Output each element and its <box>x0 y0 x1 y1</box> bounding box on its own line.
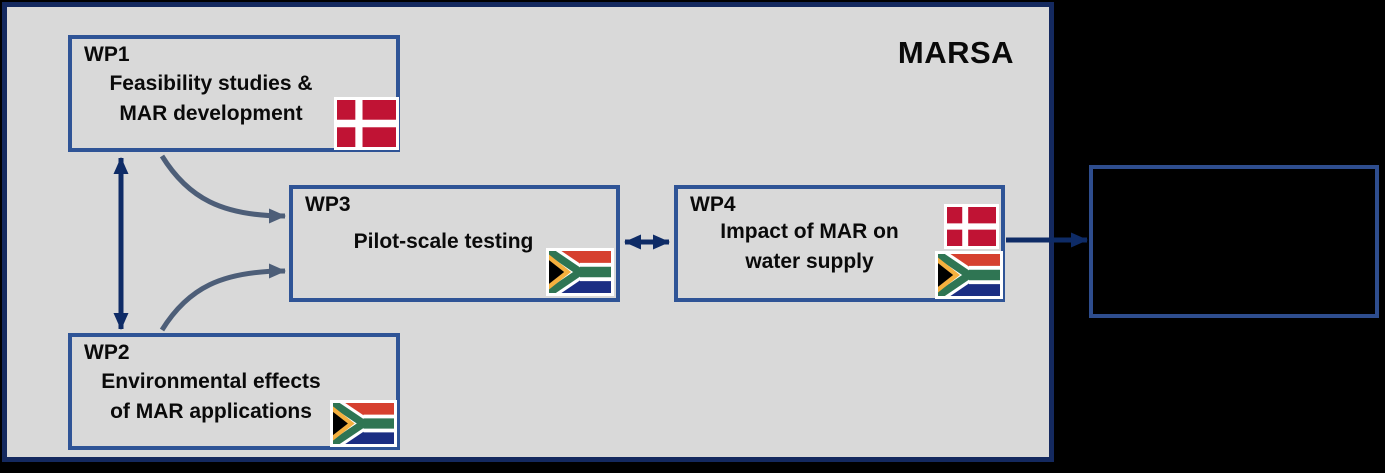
south-africa-flag-icon <box>546 248 614 296</box>
wp2-line-2: of MAR applications <box>110 400 312 423</box>
wp4-description: Impact of MAR on water supply <box>678 217 941 277</box>
wp4-line-2: water supply <box>745 250 874 273</box>
wp1-label: WP1 <box>84 43 130 66</box>
denmark-flag-icon <box>944 204 999 249</box>
denmark-flag-icon <box>334 97 399 150</box>
wp1-description: Feasibility studies & MAR development <box>72 69 350 129</box>
wp1-box: WP1 Feasibility studies & MAR developmen… <box>68 35 400 152</box>
wp4-box: WP4 Impact of MAR on water supply <box>674 185 1005 302</box>
wp2-label: WP2 <box>84 341 130 364</box>
wp3-description: Pilot-scale testing <box>293 227 594 257</box>
outcome-box <box>1089 165 1379 318</box>
wp4-label: WP4 <box>690 193 736 216</box>
south-africa-flag-icon <box>330 400 397 447</box>
project-title: MARSA <box>897 35 1015 70</box>
south-africa-flag-icon <box>935 251 1003 299</box>
wp2-box: WP2 Environmental effects of MAR applica… <box>68 333 400 450</box>
wp3-line-1: Pilot-scale testing <box>353 230 534 253</box>
wp4-line-1: Impact of MAR on <box>720 220 899 243</box>
wp1-line-2: MAR development <box>119 102 303 125</box>
wp3-box: WP3 Pilot-scale testing <box>289 185 620 302</box>
wp2-description: Environmental effects of MAR application… <box>72 367 350 427</box>
wp2-line-1: Environmental effects <box>101 370 321 393</box>
marsa-project-container: MARSA <box>2 2 1054 462</box>
wp1-line-1: Feasibility studies & <box>109 72 313 95</box>
wp3-label: WP3 <box>305 193 351 216</box>
